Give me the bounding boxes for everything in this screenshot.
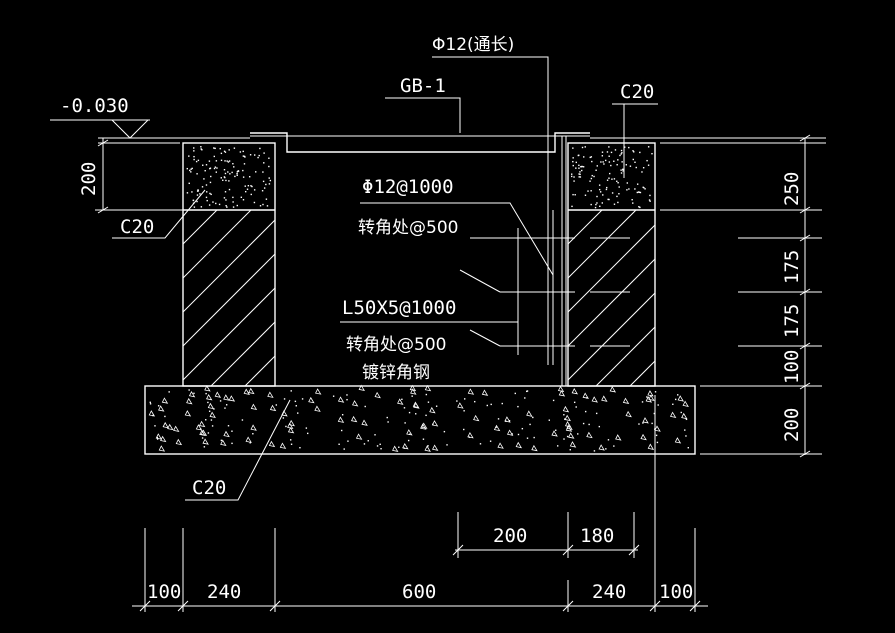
concrete-base-leader: C20 [185,399,291,501]
bottom-dim-2: 240 [207,581,241,603]
inner-bottom-dimension: 200 180 [452,512,640,558]
right-dim-5: 200 [781,408,803,442]
rebar-spacing-leader: Φ12@1000 转角处@500 [358,176,630,355]
concrete-left-top-label: C20 [120,216,154,238]
angle-steel-label: L50X5@1000 [342,297,456,319]
inner-dim-1: 200 [493,525,527,547]
rebar-top-label: Φ12(通长) [432,35,514,55]
bottom-dim-5: 100 [659,581,693,603]
left-height-dimension: 200 [78,138,183,214]
right-dim-3: 175 [781,304,803,338]
bottom-dim-3: 600 [402,581,436,603]
right-wall [567,142,656,387]
left-wall-brick-hatch [182,209,276,387]
left-wall [182,142,276,387]
angle-steel [547,136,567,386]
rebar-top-leader: Φ12(通长) [432,35,549,230]
angle-note-label: 镀锌角钢 [362,363,430,383]
right-dim-2: 175 [781,250,803,284]
angle-corner-label: 转角处@500 [346,335,446,355]
bottom-dim-1: 100 [147,581,181,603]
concrete-right-top-label: C20 [620,81,654,103]
base-slab [144,384,696,455]
right-dimension-chain: 250 175 175 100 200 [660,134,822,458]
cover-plate-label: GB-1 [400,75,446,97]
concrete-right-top-leader: C20 [612,81,658,178]
concrete-base-label: C20 [192,477,226,499]
right-dim-4: 100 [781,350,803,384]
rebar-spacing-label: Φ12@1000 [362,176,454,198]
cover-plate: GB-1 [250,75,590,153]
concrete-left-top-leader: C20 [112,189,206,239]
left-wall-concrete-cap [186,146,272,208]
angle-steel-leader: L50X5@1000 转角处@500 镀锌角钢 [340,297,518,383]
base-slab-concrete-fill [148,384,689,452]
inner-dim-2: 180 [580,525,614,547]
rebar-corner-label: 转角处@500 [358,218,458,238]
bottom-dim-4: 240 [592,581,626,603]
elevation-label: -0.030 [60,95,129,117]
bottom-dimension-chain: 100 240 600 240 100 [132,395,708,612]
left-height-label: 200 [78,162,100,196]
right-wall-brick-hatch [567,209,656,387]
elevation-mark: -0.030 [50,95,150,139]
right-wall-concrete-cap [571,146,653,209]
right-dim-1: 250 [781,172,803,206]
